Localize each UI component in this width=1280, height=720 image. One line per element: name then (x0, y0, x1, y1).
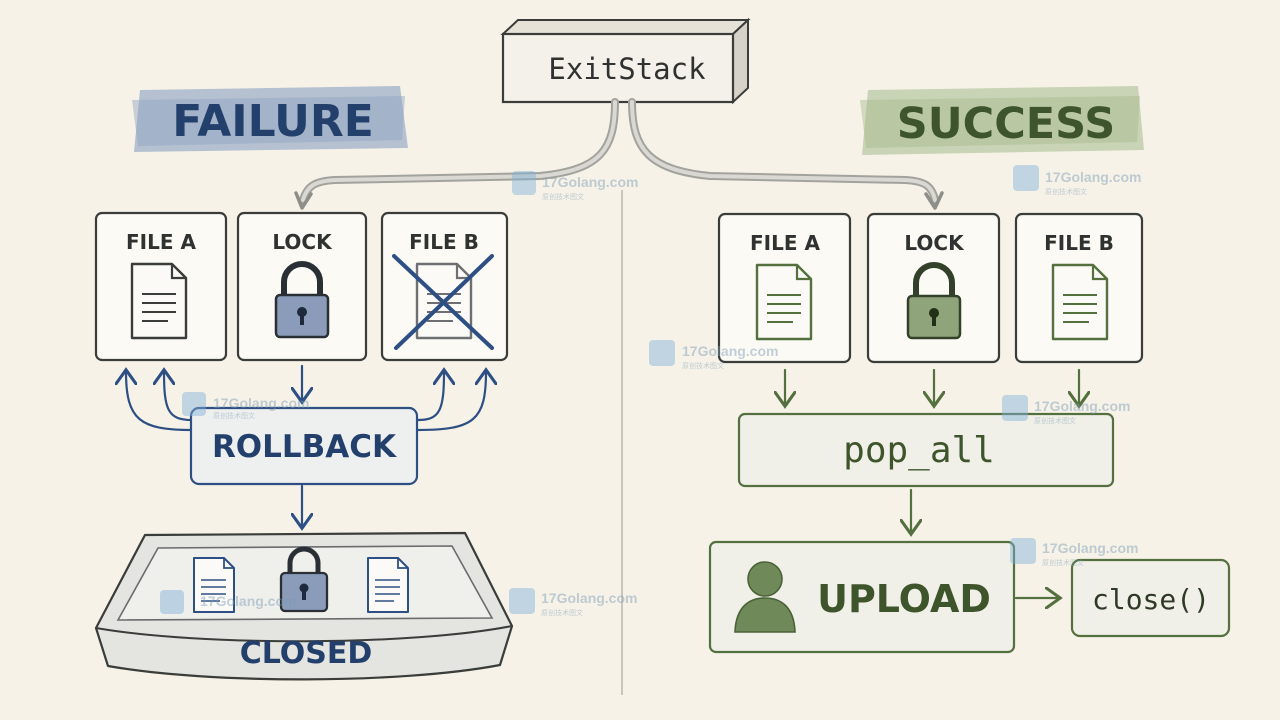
branch-arrows (294, 98, 944, 210)
watermark: 17Golang.com 原创技术图文 (182, 392, 309, 420)
padlock-icon (274, 261, 330, 339)
closed-tray: CLOSED (94, 531, 514, 681)
watermarks: 17Golang.com 原创技术图文 17Golang.com 原创技术图文 … (160, 165, 1141, 617)
success-lock-card: LOCK (866, 212, 1001, 364)
watermark-subtext: 原创技术图文 (213, 411, 255, 420)
rollback-arrows (126, 364, 486, 526)
success-arrows (785, 368, 1079, 598)
watermark-subtext: 原创技术图文 (542, 192, 584, 201)
failure-file-b-card: FILE B (380, 211, 509, 362)
watermark: 17Golang.com 原创技术图文 (1002, 395, 1130, 425)
failure-file-a-card: FILE A (94, 211, 228, 362)
success-file-a-card: FILE A (717, 212, 852, 364)
user-icon (734, 561, 796, 633)
padlock-icon (906, 262, 962, 340)
failure-title: FAILURE (172, 96, 374, 147)
failure-file-a-label: FILE A (126, 230, 196, 254)
watermark-text: 17Golang.com (541, 590, 637, 606)
watermark-text: 17Golang.com (1045, 169, 1141, 185)
watermark: 17Golang.com (160, 590, 296, 614)
rollback-label: ROLLBACK (212, 429, 397, 465)
watermark-subtext: 原创技术图文 (1042, 558, 1084, 567)
failure-file-b-label: FILE B (409, 230, 479, 254)
failure-lock-label: LOCK (272, 230, 333, 254)
tray-document-icon (367, 557, 409, 613)
watermark-text: 17Golang.com (1034, 398, 1130, 414)
exitstack-root: ExitStack (500, 17, 751, 105)
watermark: 17Golang.com 原创技术图文 (649, 340, 778, 370)
crossed-document-icon (392, 254, 494, 350)
upload-label: UPLOAD (817, 577, 991, 621)
watermark-subtext: 原创技术图文 (682, 361, 724, 370)
pop-all-box: pop_all (737, 412, 1115, 488)
watermark-text: 17Golang.com (200, 593, 296, 609)
watermark-subtext: 原创技术图文 (541, 608, 583, 617)
watermark: 17Golang.com 原创技术图文 (512, 171, 638, 201)
watermark: 17Golang.com 原创技术图文 (509, 588, 637, 617)
upload-box: UPLOAD (708, 540, 1016, 654)
watermark: 17Golang.com 原创技术图文 (1010, 538, 1138, 567)
close-label: close() (1092, 583, 1210, 616)
watermark-text: 17Golang.com (542, 174, 638, 190)
success-title: SUCCESS (897, 99, 1115, 149)
pop-all-label: pop_all (843, 430, 995, 471)
closed-label: CLOSED (240, 636, 373, 671)
close-box: close() (1070, 558, 1231, 638)
failure-heading: FAILURE (132, 86, 408, 152)
document-icon (130, 262, 188, 340)
watermark-text: 17Golang.com (1042, 540, 1138, 556)
exitstack-label: ExitStack (548, 52, 706, 86)
tray-padlock-icon (279, 546, 329, 613)
success-heading: SUCCESS (860, 86, 1144, 155)
watermark-subtext: 原创技术图文 (1034, 416, 1076, 425)
watermark: 17Golang.com 原创技术图文 (1013, 165, 1141, 196)
success-file-b-label: FILE B (1044, 231, 1114, 255)
watermark-subtext: 原创技术图文 (1045, 187, 1087, 196)
document-icon (755, 263, 813, 341)
watermark-text: 17Golang.com (213, 395, 309, 411)
success-lock-label: LOCK (904, 231, 965, 255)
failure-lock-card: LOCK (236, 211, 368, 362)
success-file-b-card: FILE B (1014, 212, 1144, 364)
document-icon (1051, 263, 1109, 341)
watermark-text: 17Golang.com (682, 343, 778, 359)
rollback-box: ROLLBACK (189, 406, 419, 486)
success-file-a-label: FILE A (750, 231, 820, 255)
